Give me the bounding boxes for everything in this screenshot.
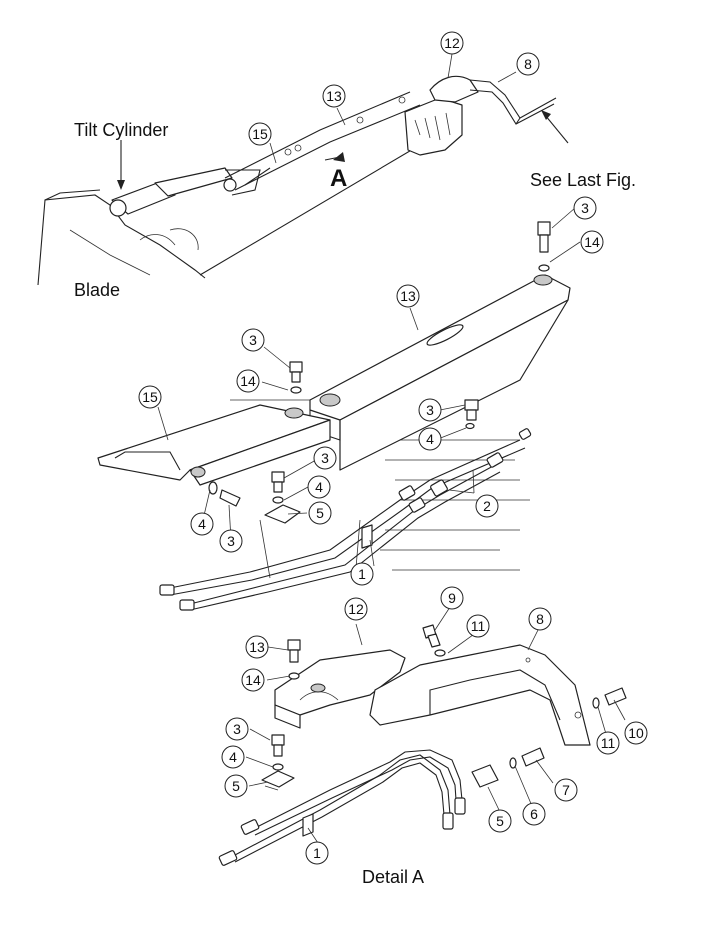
svg-text:3: 3 <box>249 332 257 348</box>
svg-text:5: 5 <box>232 778 240 794</box>
svg-text:3: 3 <box>581 200 589 216</box>
callout-3: 3 <box>241 328 265 352</box>
callout-10: 10 <box>624 721 648 745</box>
callout-15: 15 <box>138 385 162 409</box>
callout-4: 4 <box>418 427 442 451</box>
svg-text:3: 3 <box>321 450 329 466</box>
callout-leaders <box>157 53 626 844</box>
bolt-7 <box>521 747 545 767</box>
bolt-3-left <box>208 481 241 507</box>
callout-13: 13 <box>322 84 346 108</box>
hose-1 <box>159 428 532 611</box>
blade-overview <box>37 75 569 286</box>
callout-12: 12 <box>440 31 464 55</box>
svg-text:14: 14 <box>240 373 256 389</box>
svg-text:12: 12 <box>444 35 460 51</box>
callout-6: 6 <box>522 802 546 826</box>
callout-12: 12 <box>344 597 368 621</box>
washer-6 <box>509 757 517 769</box>
callout-4: 4 <box>190 512 214 536</box>
svg-text:15: 15 <box>252 126 268 142</box>
callout-3: 3 <box>573 196 597 220</box>
tilt-cylinder <box>109 167 261 217</box>
callout-4: 4 <box>221 745 245 769</box>
svg-text:8: 8 <box>524 56 532 72</box>
callout-5: 5 <box>224 774 248 798</box>
svg-text:3: 3 <box>426 402 434 418</box>
svg-text:5: 5 <box>316 505 324 521</box>
callout-3: 3 <box>418 398 442 422</box>
svg-text:12: 12 <box>348 601 364 617</box>
callout-14: 14 <box>241 668 265 692</box>
svg-text:8: 8 <box>536 611 544 627</box>
bolt-3-right <box>464 399 479 430</box>
callout-15: 15 <box>248 122 272 146</box>
svg-text:14: 14 <box>584 234 600 250</box>
svg-text:4: 4 <box>198 516 206 532</box>
svg-text:10: 10 <box>628 725 644 741</box>
callout-8: 8 <box>528 607 552 631</box>
callout-13: 13 <box>396 284 420 308</box>
svg-text:7: 7 <box>562 782 570 798</box>
bolt-3-detail <box>271 734 285 771</box>
callout-5: 5 <box>488 809 512 833</box>
svg-text:11: 11 <box>601 735 616 751</box>
callout-4: 4 <box>307 475 331 499</box>
bolt-3-clamp <box>271 471 285 504</box>
svg-text:1: 1 <box>358 566 366 582</box>
callout-11: 11 <box>596 731 620 755</box>
svg-text:13: 13 <box>400 288 416 304</box>
callout-13: 13 <box>245 635 269 659</box>
bolt-9 <box>422 624 446 657</box>
svg-text:3: 3 <box>227 533 235 549</box>
bolt-3-upper <box>537 221 551 272</box>
label-detail-a: Detail A <box>362 867 424 887</box>
frame-exploded-view <box>97 221 571 611</box>
callout-1: 1 <box>305 841 329 865</box>
bolt-10 <box>592 687 627 709</box>
detail-a-view <box>218 624 627 866</box>
svg-text:1: 1 <box>313 845 321 861</box>
pipe-8 <box>369 644 591 746</box>
svg-text:4: 4 <box>229 749 237 765</box>
callout-11: 11 <box>466 614 490 638</box>
svg-text:11: 11 <box>471 618 486 634</box>
clamp-5 <box>264 504 301 524</box>
callout-3: 3 <box>219 529 243 553</box>
channel-15 <box>97 404 331 486</box>
svg-text:4: 4 <box>426 431 434 447</box>
callout-9: 9 <box>440 586 464 610</box>
callout-3: 3 <box>313 446 337 470</box>
svg-text:13: 13 <box>249 639 265 655</box>
callout-14: 14 <box>580 230 604 254</box>
callout-1: 1 <box>350 562 374 586</box>
svg-text:2: 2 <box>483 498 491 514</box>
svg-text:3: 3 <box>233 721 241 737</box>
svg-text:6: 6 <box>530 806 538 822</box>
bracket-12 <box>274 649 406 729</box>
svg-text:9: 9 <box>448 590 456 606</box>
bolt-3-mid <box>289 361 303 394</box>
callout-3: 3 <box>225 717 249 741</box>
label-blade: Blade <box>74 280 120 300</box>
callout-5: 5 <box>308 501 332 525</box>
svg-text:5: 5 <box>496 813 504 829</box>
label-view-a: A <box>330 165 347 192</box>
label-see-last-fig: See Last Fig. <box>530 170 636 190</box>
svg-text:13: 13 <box>326 88 342 104</box>
svg-text:14: 14 <box>245 672 261 688</box>
callout-8: 8 <box>516 52 540 76</box>
svg-text:4: 4 <box>315 479 323 495</box>
callout-14: 14 <box>236 369 260 393</box>
clamp-5-detail <box>261 770 295 788</box>
hose-1-detail <box>218 749 466 866</box>
label-tilt-cylinder: Tilt Cylinder <box>74 120 168 140</box>
callout-7: 7 <box>554 778 578 802</box>
callout-2: 2 <box>475 494 499 518</box>
bolt-13 <box>287 639 301 680</box>
clamp-5-right <box>471 764 499 788</box>
svg-text:15: 15 <box>142 389 158 405</box>
